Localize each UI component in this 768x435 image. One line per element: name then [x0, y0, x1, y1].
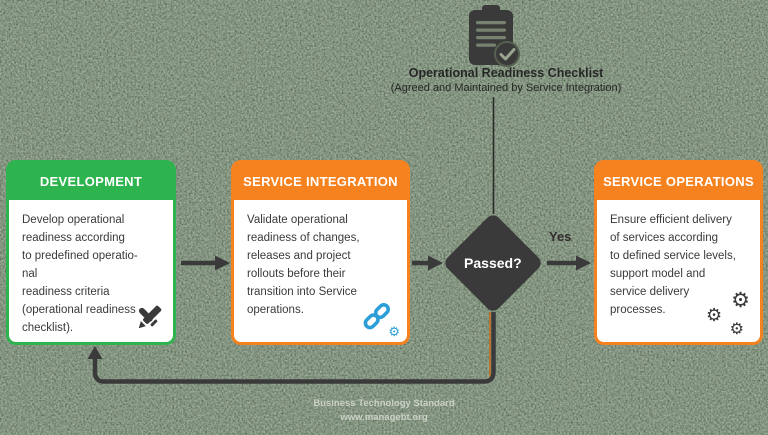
mini-gear-icon: ⚙ — [388, 324, 400, 339]
gear-icon: ⚙ — [731, 289, 750, 312]
gear-icon: ⚙ — [729, 321, 744, 338]
development-box: DEVELOPMENT Develop operational readines… — [6, 160, 176, 345]
clipboard-check-icon — [469, 5, 520, 67]
development-header: DEVELOPMENT — [9, 163, 173, 200]
service-operations-body-text: Ensure efficient delivery of services ac… — [610, 214, 736, 316]
footer-credit: Business Technology Standard www.manageb… — [0, 397, 768, 425]
pencil-ruler-icon — [138, 305, 162, 329]
yes-edge-label: Yes — [549, 229, 572, 244]
chain-gear-icon: ⚙ — [361, 300, 400, 338]
footer-line1: Business Technology Standard — [313, 398, 455, 409]
checklist-title: Operational Readiness Checklist — [408, 66, 604, 80]
service-integration-box: SERVICE INTEGRATION Validate operational… — [231, 160, 410, 345]
checklist-subtitle: (Agreed and Maintained by Service Integr… — [390, 82, 622, 94]
service-operations-header: SERVICE OPERATIONS — [597, 163, 760, 200]
footer-line2: www.managebt.org — [340, 411, 428, 423]
passed-decision-label: Passed? — [464, 255, 522, 271]
gears-icon: ⚙ ⚙ ⚙ — [706, 290, 752, 338]
development-body-text: Develop operational readiness according … — [22, 214, 138, 334]
service-integration-header: SERVICE INTEGRATION — [234, 163, 407, 200]
gear-icon: ⚙ — [706, 305, 723, 325]
service-operations-box: SERVICE OPERATIONS Ensure efficient deli… — [594, 160, 763, 345]
